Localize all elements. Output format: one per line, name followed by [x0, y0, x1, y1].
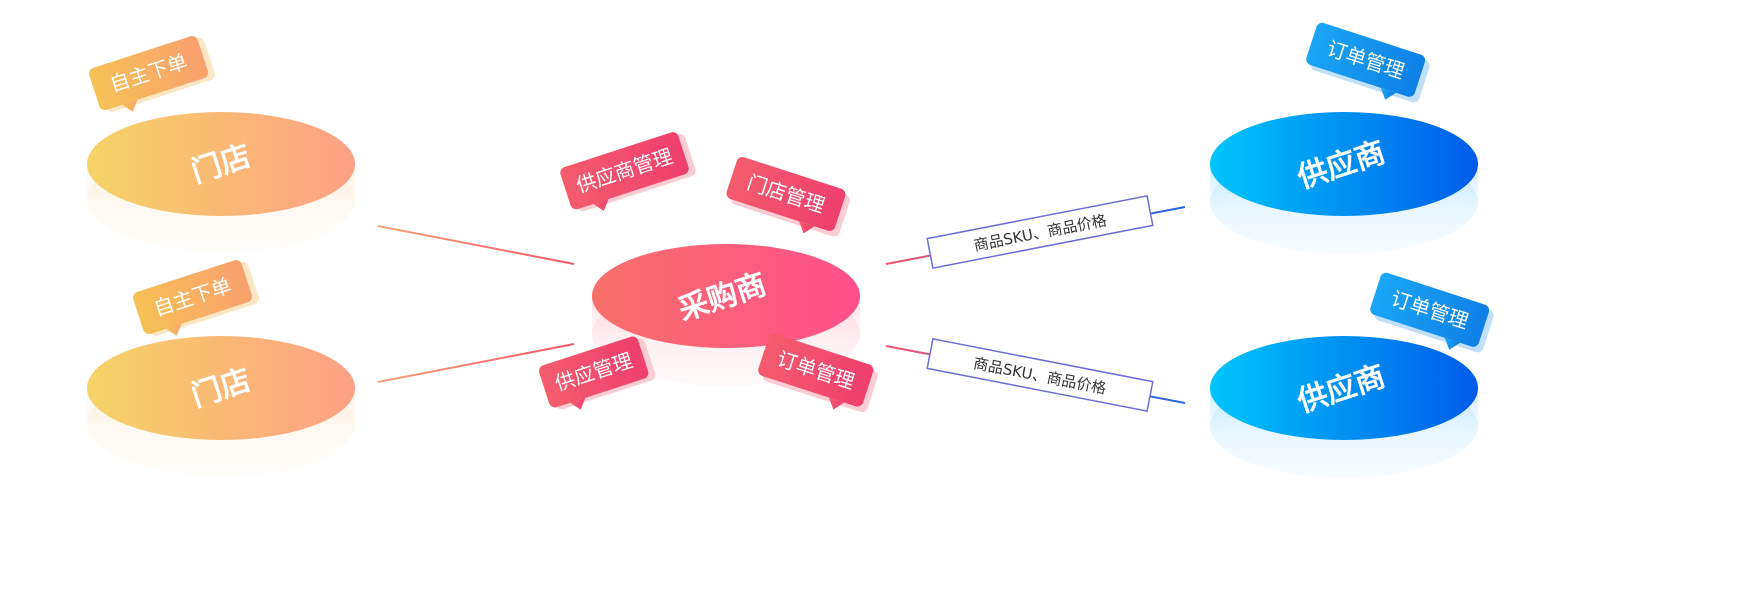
supplier-node-top: 供应商 — [1210, 112, 1478, 254]
tag-self-order-top: 自主下单 — [89, 36, 215, 112]
tag-supplier-management: 供应商管理 — [560, 132, 696, 212]
purchaser-node: 采购商 — [592, 244, 860, 386]
edge-store-top — [377, 225, 575, 265]
edge-label-supplier-top: 商品SKU、商品价格 — [926, 195, 1154, 269]
store-node-bottom: 门店 — [87, 336, 355, 476]
supplier-node-bottom: 供应商 — [1210, 336, 1478, 478]
supplier-disc-bottom — [1210, 336, 1478, 440]
tag-order-management-bottom: 订单管理 — [1370, 272, 1494, 353]
tag-self-order-bottom: 自主下单 — [133, 260, 259, 336]
tag-store-management: 门店管理 — [726, 156, 850, 237]
edge-store-bottom — [377, 343, 575, 383]
tag-order-management-center: 订单管理 — [758, 333, 878, 413]
store-disc-bottom — [87, 336, 355, 440]
supplier-disc-top — [1210, 112, 1478, 216]
edge-label-supplier-bottom: 商品SKU、商品价格 — [926, 338, 1154, 412]
purchaser-disc — [592, 244, 860, 348]
tag-order-management-top: 订单管理 — [1306, 22, 1430, 103]
store-node-top: 门店 — [87, 112, 355, 252]
store-disc-top — [87, 112, 355, 216]
